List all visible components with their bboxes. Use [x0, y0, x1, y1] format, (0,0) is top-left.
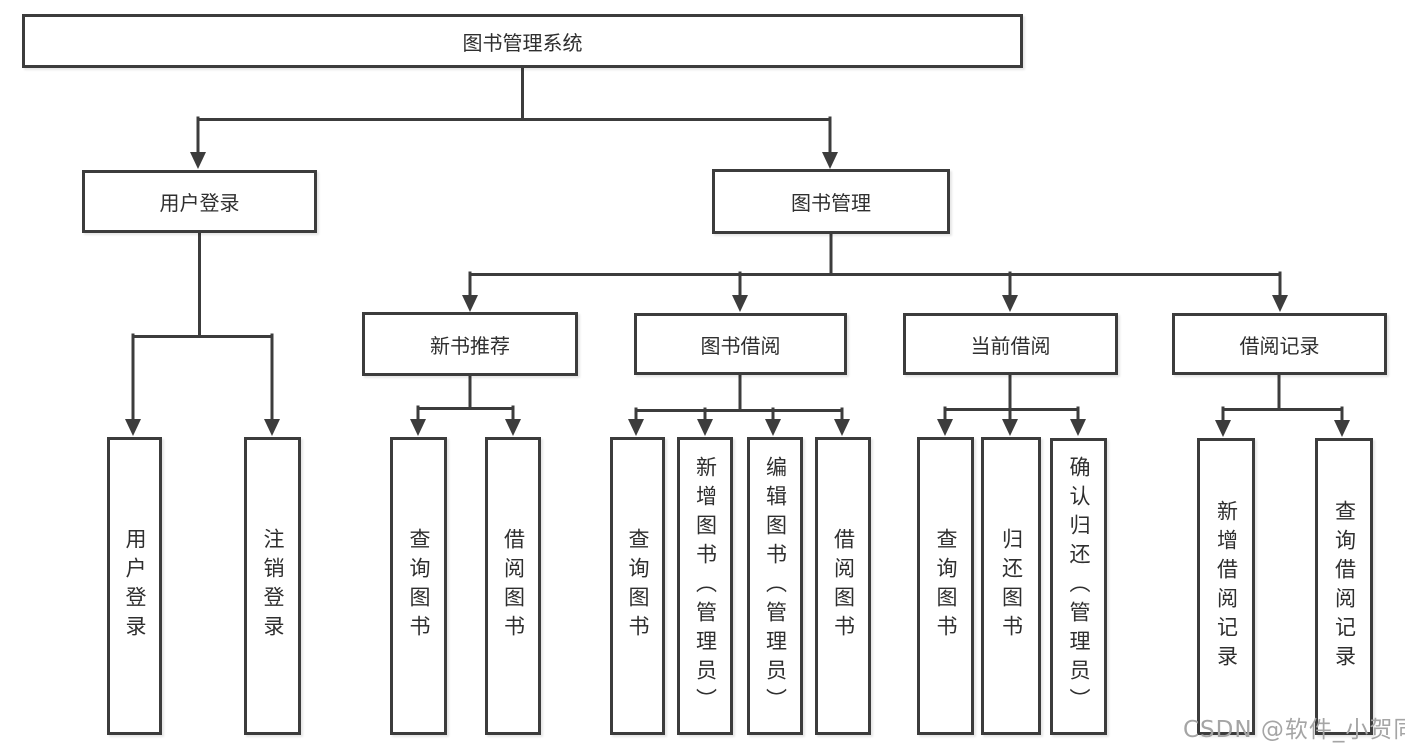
leaf-add-books-admin: 新增图书（管理员）: [677, 437, 733, 735]
leaf-borrow-books-recommend: 借阅图书: [485, 437, 541, 735]
node-library-system: 图书管理系统: [22, 14, 1023, 68]
node-current-borrowing: 当前借阅: [903, 313, 1118, 375]
leaf-user-login: 用户登录: [107, 437, 162, 735]
leaf-borrow-books-borrowing: 借阅图书: [815, 437, 871, 735]
node-user-login: 用户登录: [82, 170, 317, 233]
leaf-confirm-return-admin: 确认归还（管理员）: [1050, 438, 1107, 735]
arrow-down-icons: [125, 152, 1350, 437]
node-book-management: 图书管理: [712, 169, 950, 234]
watermark: CSDN @软件_小贺同学: [1183, 717, 1405, 743]
leaf-edit-books-admin: 编辑图书（管理员）: [747, 437, 803, 735]
leaf-query-books-borrowing: 查询图书: [610, 437, 665, 735]
node-book-borrowing: 图书借阅: [634, 313, 847, 375]
leaf-query-borrow-record: 查询借阅记录: [1315, 438, 1373, 735]
node-new-book-recommend: 新书推荐: [362, 312, 578, 376]
node-borrowing-records: 借阅记录: [1172, 313, 1387, 375]
leaf-return-books: 归还图书: [981, 437, 1041, 735]
leaf-logout: 注销登录: [244, 437, 301, 735]
leaf-query-books-recommend: 查询图书: [390, 437, 447, 735]
leaf-query-books-current: 查询图书: [917, 437, 974, 735]
leaf-add-borrow-record: 新增借阅记录: [1197, 438, 1255, 735]
